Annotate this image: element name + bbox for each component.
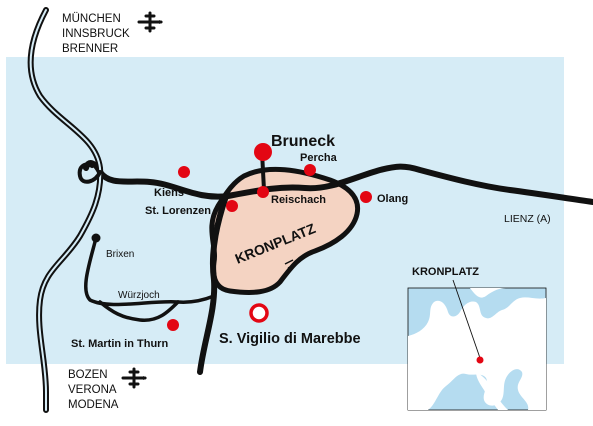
- airplane-icon: [121, 367, 147, 389]
- road-brixen-loop: [77, 162, 102, 184]
- town-label-brixen: Brixen: [106, 249, 134, 260]
- route-south-line-2: VERONA: [68, 384, 117, 396]
- road-tick-marks: [284, 259, 297, 269]
- inset-location-dot: [476, 356, 484, 364]
- road-st-martin: [98, 300, 180, 322]
- route-north-line-3: BRENNER: [62, 43, 118, 55]
- road-brenner-double-inner: [29, 9, 102, 411]
- town-dot-st-lorenzen: [226, 200, 238, 212]
- town-label-percha: Percha: [300, 152, 338, 164]
- town-dot-kiens: [178, 166, 190, 178]
- town-dot-st-martin: [167, 319, 179, 331]
- town-label-vigilio: S. Vigilio di Marebbe: [219, 331, 361, 347]
- town-label-reischach: Reischach: [271, 194, 326, 206]
- road-gadertal: [197, 193, 229, 375]
- road-wurzjoch: [84, 236, 216, 307]
- inset-iberia: [408, 378, 438, 410]
- town-dot-brixen: [91, 233, 101, 243]
- inset-leader-line: [452, 279, 481, 359]
- airplane-icon: [137, 11, 163, 33]
- town-dot-percha: [304, 164, 316, 176]
- route-north-line-2: INNSBRUCK: [62, 28, 130, 40]
- inset-title: KRONPLATZ: [412, 266, 479, 278]
- route-south-line-1: BOZEN: [68, 369, 108, 381]
- town-label-st-martin: St. Martin in Thurn: [71, 338, 168, 350]
- route-north-line-1: MÜNCHEN: [62, 13, 121, 25]
- inset-uk: [430, 312, 442, 328]
- route-south-line-3: MODENA: [68, 399, 119, 411]
- town-label-olang: Olang: [377, 193, 408, 205]
- town-dot-olang: [360, 191, 372, 203]
- town-label-wurzjoch: Würzjoch: [118, 290, 160, 301]
- town-dot-bruneck: [254, 143, 272, 161]
- town-label-bruneck: Bruneck: [271, 133, 335, 150]
- inset-scandinavia: [470, 288, 506, 298]
- town-label-kiens: Kiens: [154, 187, 184, 199]
- town-dot-reischach: [257, 186, 269, 198]
- inset-land: [408, 297, 546, 410]
- town-ring-vigilio: [249, 303, 269, 323]
- road-pustertal: [83, 160, 593, 205]
- inset-map: [407, 279, 547, 411]
- inset-italy: [476, 372, 508, 410]
- town-label-st-lorenzen: St. Lorenzen: [145, 205, 211, 217]
- route-east-label: LIENZ (A): [504, 213, 551, 225]
